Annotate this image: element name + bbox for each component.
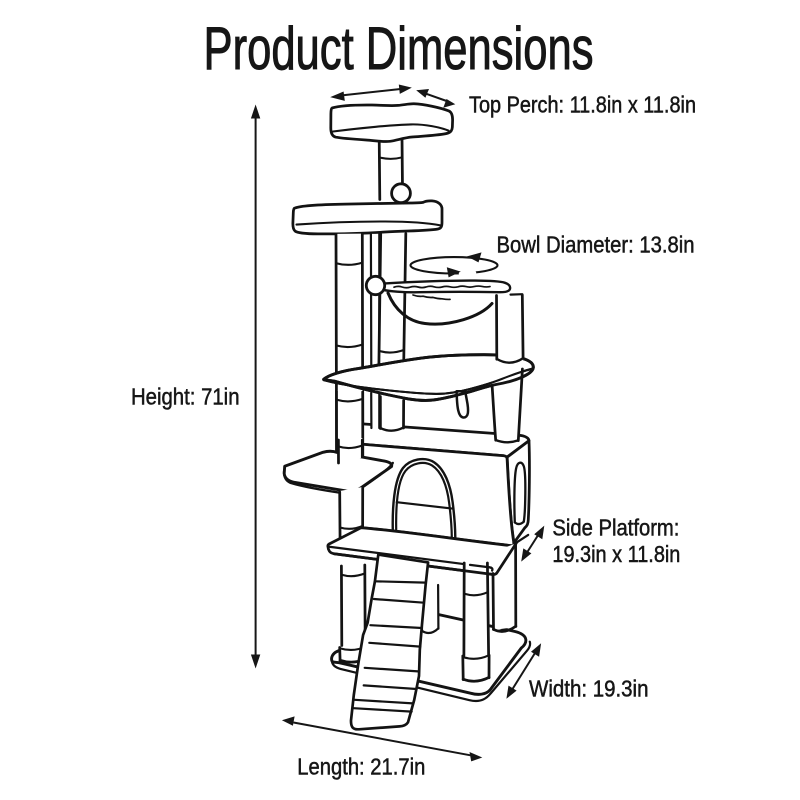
svg-text:Height: 71in: Height: 71in <box>131 384 240 410</box>
svg-text:Length: 21.7in: Length: 21.7in <box>297 754 425 780</box>
svg-text:Top Perch: 11.8in x 11.8in: Top Perch: 11.8in x 11.8in <box>469 92 696 118</box>
svg-text:Bowl Diameter: 13.8in: Bowl Diameter: 13.8in <box>497 232 695 258</box>
svg-text:Side Platform:: Side Platform: <box>552 515 679 541</box>
svg-text:Width: 19.3in: Width: 19.3in <box>529 676 649 702</box>
svg-text:Product Dimensions: Product Dimensions <box>204 15 594 82</box>
svg-text:19.3in x 11.8in: 19.3in x 11.8in <box>552 541 680 567</box>
